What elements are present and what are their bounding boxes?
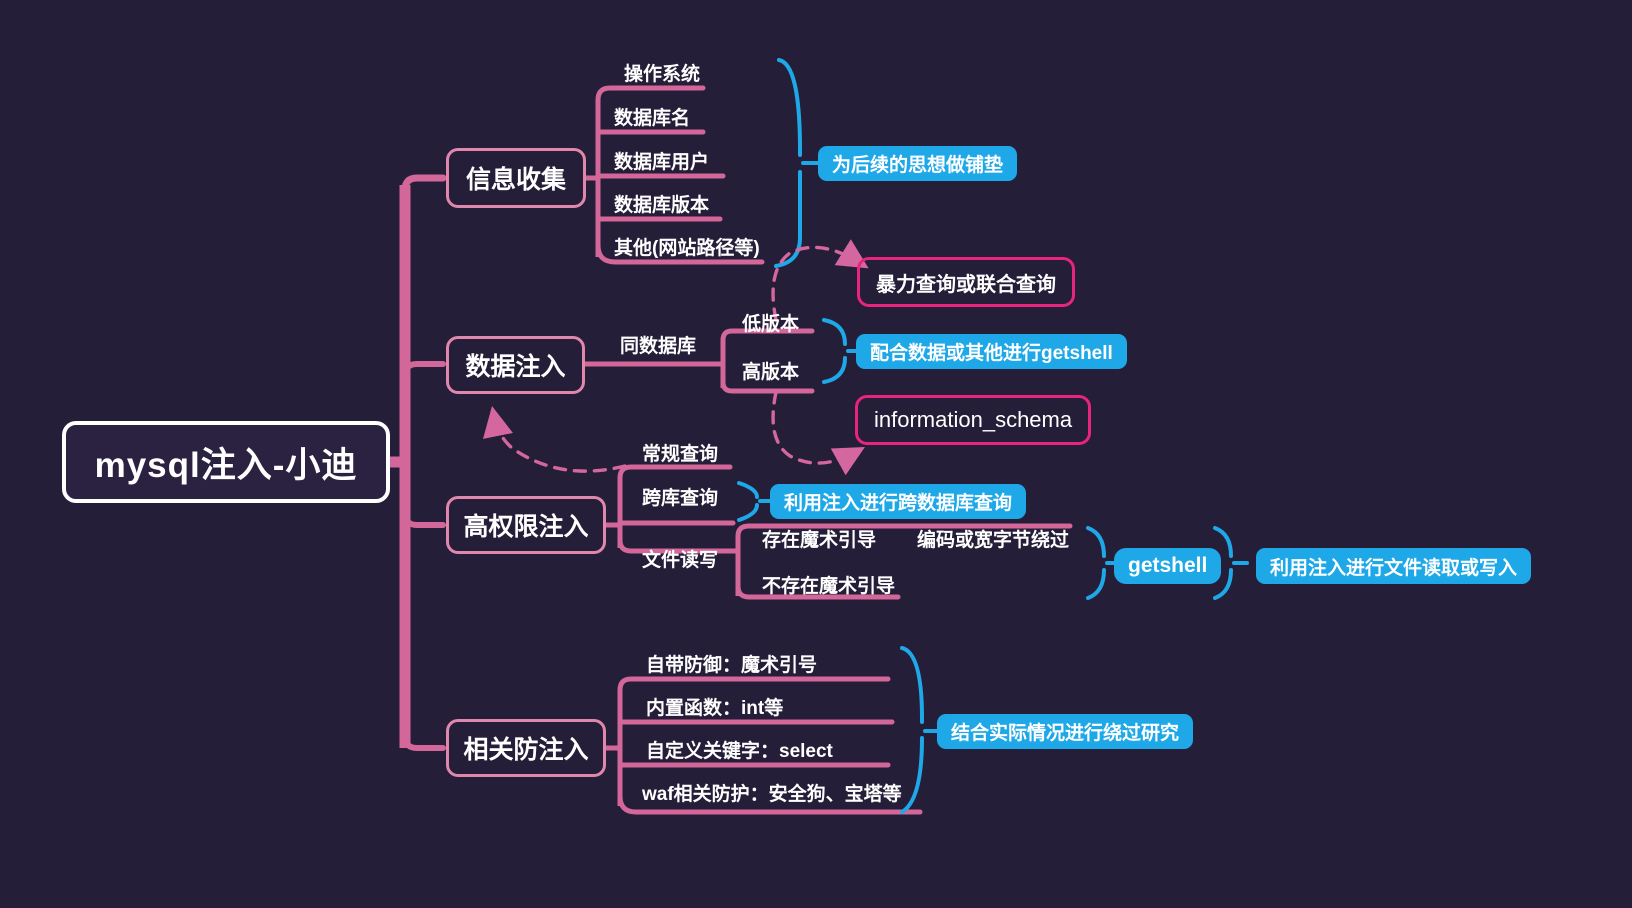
- callout-getshell[interactable]: getshell: [1114, 548, 1222, 584]
- leaf-operating-system[interactable]: 操作系统: [622, 60, 702, 88]
- leaf-magic-quotes-present[interactable]: 存在魔术引导: [760, 526, 878, 554]
- leaf-label: 跨库查询: [642, 487, 719, 509]
- leaf-label: 不存在魔术引导: [762, 575, 896, 597]
- branch-label-highpriv: 高权限注入: [463, 513, 589, 541]
- callout-datainject-annotation[interactable]: 配合数据或其他进行getshell: [856, 334, 1127, 369]
- callout-label: 配合数据或其他进行getshell: [870, 343, 1113, 364]
- leaf-file-read-write[interactable]: 文件读写: [640, 546, 720, 574]
- leaf-label: 内置函数：int等: [646, 697, 784, 719]
- callout-label: getshell: [1128, 554, 1208, 577]
- callout-label: information_schema: [874, 407, 1073, 432]
- leaf-builtin-defense-magic-quotes[interactable]: 自带防御：魔术引号: [644, 651, 819, 679]
- branch-node-highpriv[interactable]: 高权限注入: [446, 496, 606, 554]
- leaf-label: 存在魔术引导: [762, 529, 877, 551]
- leaf-normal-query[interactable]: 常规查询: [640, 440, 720, 468]
- callout-info-annotation[interactable]: 为后续的思想做铺垫: [818, 146, 1018, 181]
- callout-information-schema[interactable]: information_schema: [855, 395, 1092, 445]
- leaf-label: 常规查询: [642, 443, 719, 465]
- callout-label: 利用注入进行文件读取或写入: [1270, 557, 1518, 579]
- leaf-waf-protection[interactable]: waf相关防护：安全狗、宝塔等: [640, 780, 904, 808]
- leaf-encoding-or-wide-byte-bypass[interactable]: 编码或宽字节绕过: [915, 526, 1071, 554]
- leaf-label: 数据库名: [614, 107, 691, 129]
- branch-node-datainject[interactable]: 数据注入: [446, 336, 585, 394]
- leaf-label: 自定义关键字：select: [646, 740, 833, 762]
- callout-label: 为后续的思想做铺垫: [832, 155, 1004, 176]
- callout-label: 结合实际情况进行绕过研究: [951, 723, 1180, 744]
- callout-cross-db-query-annotation[interactable]: 利用注入进行跨数据库查询: [770, 484, 1027, 519]
- branch-label-datainject: 数据注入: [465, 353, 566, 381]
- leaf-label: 同数据库: [620, 335, 697, 357]
- callout-label: 暴力查询或联合查询: [876, 273, 1056, 296]
- leaf-builtin-functions-int[interactable]: 内置函数：int等: [644, 694, 785, 722]
- leaf-cross-db-query[interactable]: 跨库查询: [640, 484, 720, 512]
- leaf-label: 其他(网站路径等): [614, 237, 760, 259]
- leaf-database-user[interactable]: 数据库用户: [612, 148, 711, 176]
- leaf-database-version[interactable]: 数据库版本: [612, 191, 711, 219]
- branch-node-defense[interactable]: 相关防注入: [446, 719, 606, 777]
- callout-brute-or-union-query[interactable]: 暴力查询或联合查询: [857, 257, 1075, 307]
- leaf-label: 文件读写: [642, 549, 719, 571]
- leaf-label: 操作系统: [624, 63, 701, 85]
- callout-label: 利用注入进行跨数据库查询: [784, 493, 1013, 514]
- branch-node-info[interactable]: 信息收集: [446, 148, 586, 208]
- callout-defense-annotation[interactable]: 结合实际情况进行绕过研究: [937, 714, 1194, 749]
- leaf-custom-keyword-select[interactable]: 自定义关键字：select: [644, 737, 835, 765]
- callout-file-read-write-result[interactable]: 利用注入进行文件读取或写入: [1256, 548, 1532, 584]
- leaf-label: waf相关防护：安全狗、宝塔等: [642, 783, 902, 805]
- root-label: mysql注入-小迪: [94, 445, 358, 485]
- branch-label-defense: 相关防注入: [463, 736, 589, 764]
- leaf-label: 数据库用户: [614, 151, 710, 173]
- leaf-database-name[interactable]: 数据库名: [612, 104, 692, 132]
- leaf-same-database[interactable]: 同数据库: [618, 332, 698, 360]
- branch-label-info: 信息收集: [465, 166, 566, 194]
- leaf-magic-quotes-absent[interactable]: 不存在魔术引导: [760, 572, 897, 600]
- leaf-low-version[interactable]: 低版本: [740, 310, 801, 338]
- leaf-label: 高版本: [742, 361, 800, 383]
- leaf-high-version[interactable]: 高版本: [740, 358, 801, 386]
- leaf-label: 编码或宽字节绕过: [917, 529, 1070, 551]
- leaf-label: 低版本: [742, 313, 800, 335]
- root-node[interactable]: mysql注入-小迪: [62, 421, 390, 503]
- leaf-label: 数据库版本: [614, 194, 710, 216]
- leaf-label: 自带防御：魔术引号: [646, 654, 818, 676]
- leaf-other-site-path[interactable]: 其他(网站路径等): [612, 234, 762, 262]
